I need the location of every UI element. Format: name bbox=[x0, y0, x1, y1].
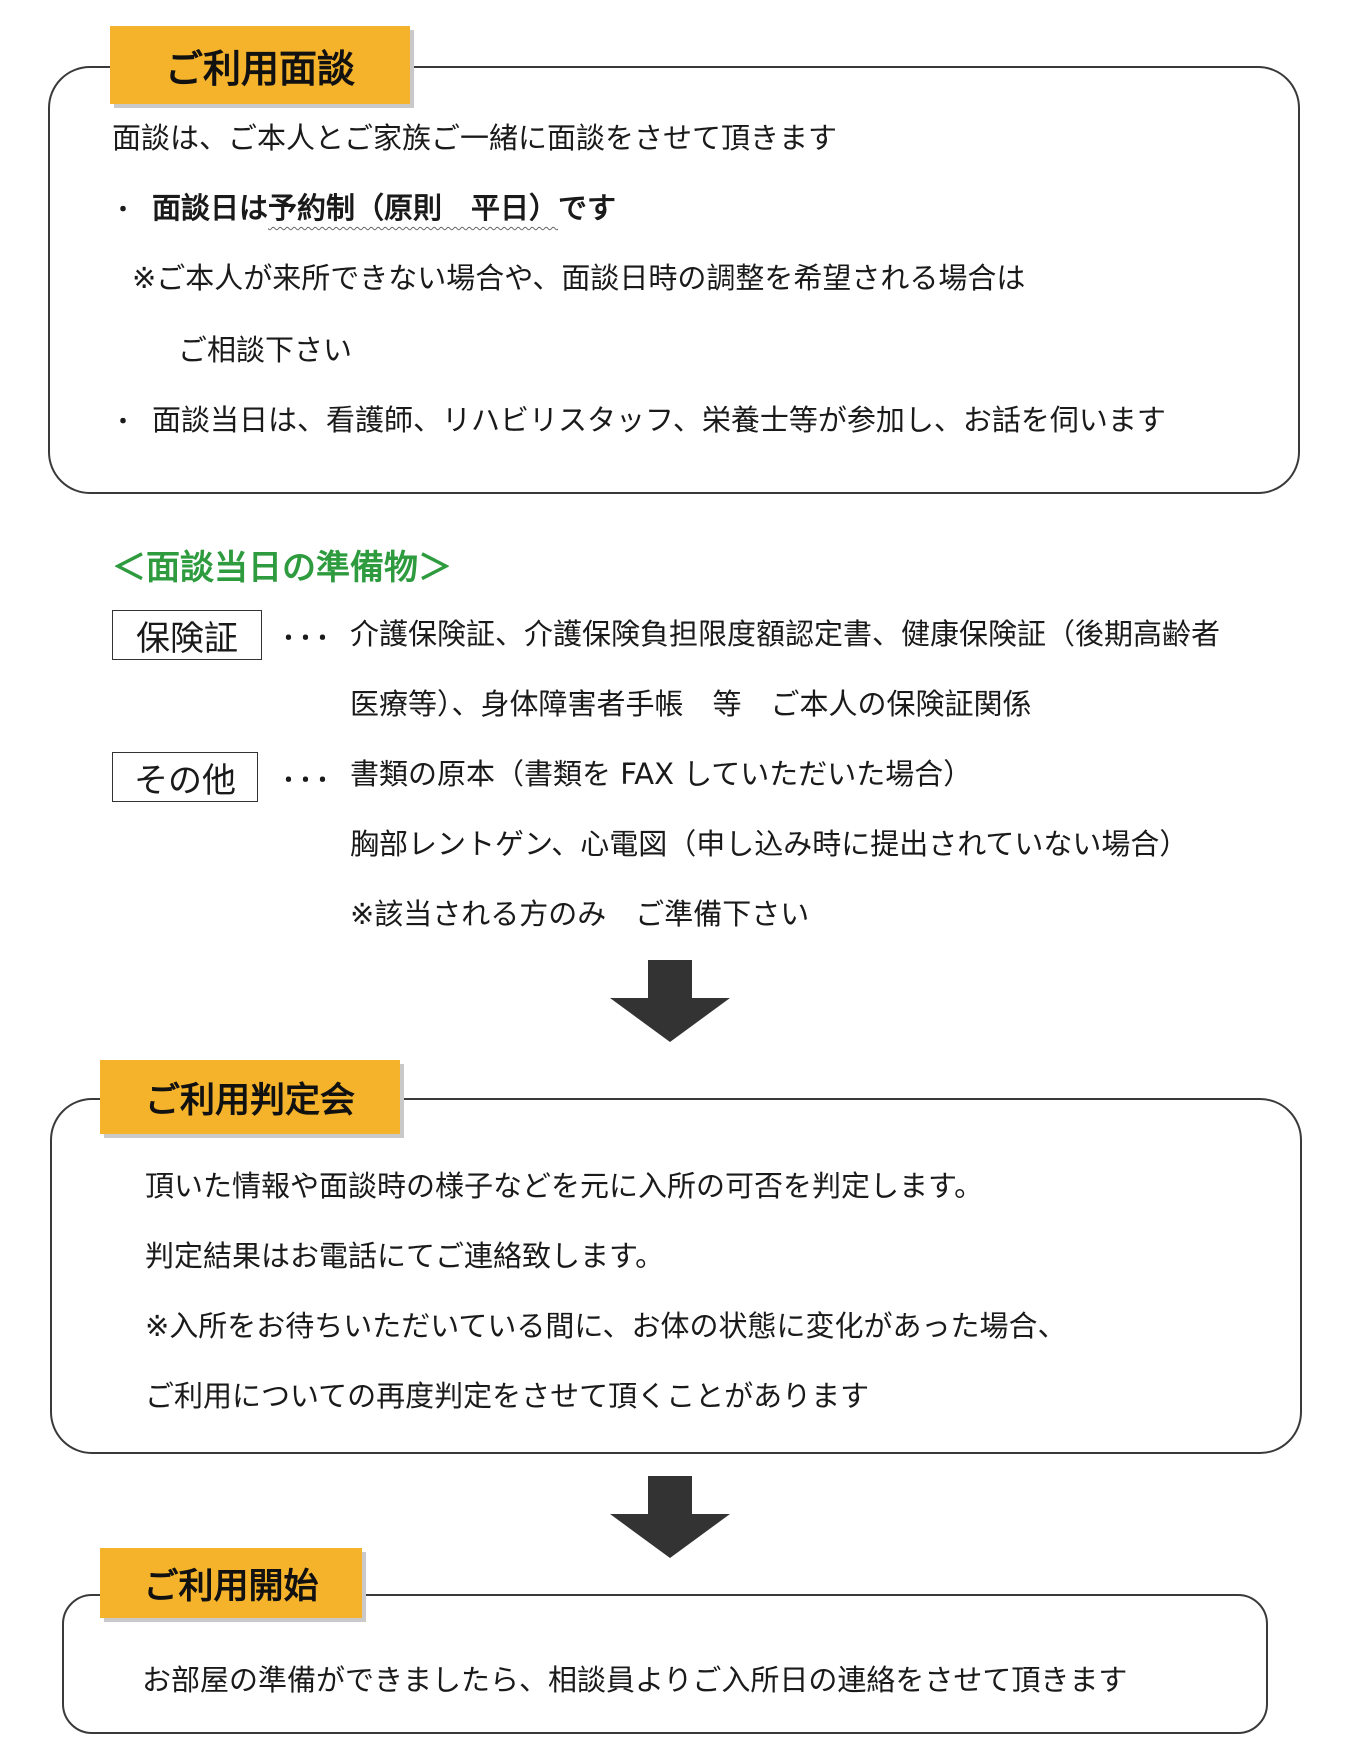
other-line3: ※該当される方のみ ご準備下さい bbox=[350, 897, 810, 931]
section1-bullet2: 面談当日は、看護師、リハビリスタッフ、栄養士等が参加し、お話を伺います bbox=[152, 403, 1166, 437]
down-arrow-icon bbox=[610, 1476, 730, 1558]
section1-box bbox=[48, 66, 1300, 494]
other-line2: 胸部レントゲン、心電図（申し込み時に提出されていない場合） bbox=[350, 827, 1189, 861]
prep-title: ＜面談当日の準備物＞ bbox=[112, 548, 452, 588]
other-line1: 書類の原本（書類を FAX していただいた場合） bbox=[350, 757, 973, 791]
bullet1-part1: 面談日は bbox=[152, 191, 269, 225]
insurance-line2: 医療等）、身体障害者手帳 等 ご本人の保険証関係 bbox=[350, 687, 1032, 721]
section2-line2: 判定結果はお電話にてご連絡致します。 bbox=[145, 1239, 665, 1273]
insurance-dots: ･･･ bbox=[282, 624, 334, 654]
bullet-icon: ・ bbox=[112, 410, 135, 435]
insurance-label-box: 保険証 bbox=[112, 610, 262, 660]
section2-line1: 頂いた情報や面談時の様子などを元に入所の可否を判定します。 bbox=[145, 1169, 984, 1203]
section1-tab-label: ご利用面談 bbox=[164, 46, 355, 91]
section2-tab-label: ご利用判定会 bbox=[144, 1080, 355, 1121]
section3-tab: ご利用開始 bbox=[100, 1548, 362, 1618]
bullet1-reservation: 予約制（原則 平日） bbox=[268, 191, 559, 225]
insurance-label: 保険証 bbox=[136, 618, 238, 659]
other-label-box: その他 bbox=[112, 752, 258, 802]
section3-tab-label: ご利用開始 bbox=[143, 1566, 319, 1607]
section1-line1: 面談は、ご本人とご家族ご一緒に面談をさせて頂きます bbox=[112, 121, 838, 155]
section3-line1: お部屋の準備ができましたら、相談員よりご入所日の連絡をさせて頂きます bbox=[142, 1663, 1128, 1697]
other-label: その他 bbox=[134, 760, 236, 801]
section2-box bbox=[50, 1098, 1302, 1454]
section1-bullet1: 面談日は予約制（原則 平日）です bbox=[152, 190, 616, 226]
section1-tab: ご利用面談 bbox=[110, 26, 410, 104]
section1-note1: ※ご本人が来所できない場合や、面談日時の調整を希望される場合は bbox=[132, 261, 1026, 295]
section1-note1-cont: ご相談下さい bbox=[178, 333, 353, 367]
bullet-icon: ・ bbox=[112, 198, 135, 223]
other-dots: ･･･ bbox=[282, 766, 334, 796]
section2-tab: ご利用判定会 bbox=[100, 1060, 400, 1134]
section2-line3: ※入所をお待ちいただいている間に、お体の状態に変化があった場合、 bbox=[145, 1309, 1067, 1343]
section2-line4: ご利用についての再度判定をさせて頂くことがあります bbox=[145, 1379, 870, 1413]
bullet1-part3: です bbox=[558, 191, 617, 225]
down-arrow-icon bbox=[610, 960, 730, 1042]
insurance-line1: 介護保険証、介護保険負担限度額認定書、健康保険証（後期高齢者 bbox=[350, 617, 1221, 651]
